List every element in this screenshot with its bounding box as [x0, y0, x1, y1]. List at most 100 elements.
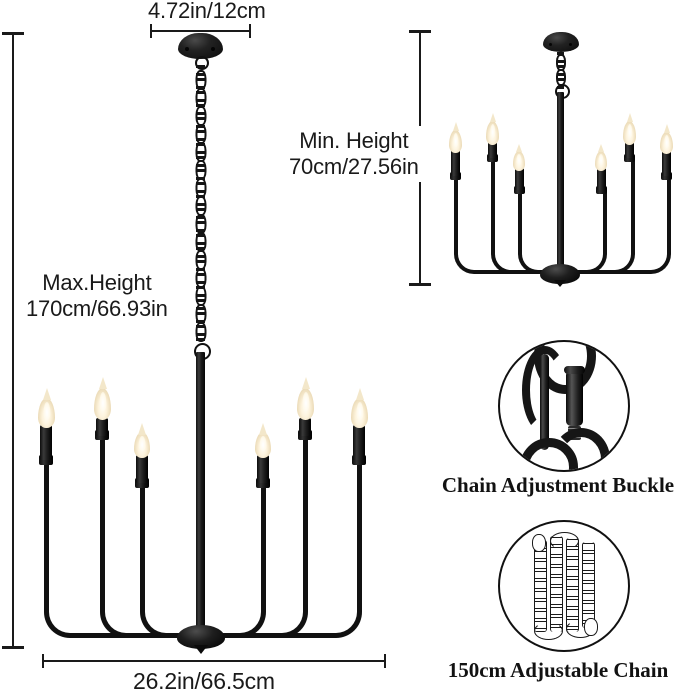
min-height-label-line2: 70cm/27.56in — [289, 154, 419, 179]
candle-tube — [353, 425, 365, 460]
dimension-cap-top — [409, 30, 431, 33]
chain-buckle-photo — [500, 342, 628, 470]
chain-link — [195, 106, 206, 126]
chain-link-upper-arc — [522, 346, 568, 434]
canopy-screw-right — [211, 47, 215, 51]
chain-end-link-bottom — [584, 618, 598, 636]
fixture-width-label: 26.2in/66.5cm — [133, 668, 275, 694]
chain-run-3 — [566, 538, 579, 632]
buckle-barrel — [566, 370, 583, 426]
flame-bulb — [595, 144, 607, 171]
flame-tip — [626, 113, 633, 122]
flame-tip — [663, 124, 670, 133]
chain-link — [195, 232, 206, 252]
chain-link — [195, 124, 206, 144]
canopy-screw-right — [569, 43, 572, 46]
candle-socket — [661, 172, 672, 180]
flame-bulb — [486, 113, 499, 145]
arm-left-middle — [491, 160, 564, 274]
folded-chain-drawing — [500, 522, 628, 650]
candle-tube — [597, 168, 606, 190]
candle-socket — [256, 478, 270, 488]
chain-link — [195, 160, 206, 180]
buckle-cap — [564, 366, 585, 374]
flame-bulb — [449, 122, 462, 153]
canopy-width-label: 4.72in/12cm — [148, 0, 266, 23]
flame-bulb — [351, 388, 368, 428]
candle-tube — [96, 418, 108, 436]
dimension-tick-right — [249, 24, 251, 38]
max-height-dimension-line — [2, 32, 24, 649]
adjustable-chain-caption: 150cm Adjustable Chain — [447, 658, 669, 682]
flame-tip — [598, 144, 604, 152]
canopy — [178, 33, 223, 59]
flame-tip — [98, 377, 107, 389]
max-height-label-line1: Max.Height — [42, 270, 152, 295]
chain-link — [195, 178, 206, 198]
flame-bulb — [623, 113, 636, 145]
dimension-cap-top — [2, 32, 24, 35]
candle-socket — [596, 186, 607, 194]
flame-tip — [301, 377, 310, 389]
candle-socket — [39, 455, 53, 465]
flame-bulb — [134, 423, 150, 458]
chain-link — [195, 268, 206, 288]
candle-socket — [487, 154, 498, 162]
canopy-width-dimension-line — [150, 24, 251, 38]
flame-bulb — [660, 124, 673, 154]
canopy — [543, 32, 579, 52]
chain-buckle-inset — [498, 340, 630, 472]
canopy-screw-left — [549, 43, 552, 46]
chain-link — [195, 70, 206, 90]
candle-socket — [450, 172, 461, 180]
min-height-chandelier — [430, 20, 686, 310]
dimension-tick-left — [42, 654, 44, 668]
canopy-screw-left — [185, 47, 189, 51]
flame-bulb — [513, 144, 525, 171]
chain-link-lower — [520, 438, 578, 470]
flame-bulb — [297, 377, 314, 420]
candle-tube — [451, 150, 460, 176]
min-height-label-line1: Min. Height — [299, 128, 409, 153]
arm-left-inner — [518, 192, 564, 274]
chain-link — [195, 250, 206, 270]
candle-tube — [625, 142, 634, 158]
max-height-chandelier — [0, 0, 420, 660]
arm-right-outer — [561, 178, 671, 274]
candle-tube — [488, 142, 497, 158]
chain-end-link-top — [532, 534, 546, 552]
chain-run-2 — [550, 536, 563, 632]
dimension-tick-right — [384, 654, 386, 668]
candle-tube — [136, 455, 148, 483]
candle-tube — [515, 168, 524, 190]
flame-tip — [355, 388, 364, 400]
candle-tube — [40, 425, 52, 460]
flame-tip — [138, 423, 146, 435]
candle-tube — [299, 418, 311, 436]
candle-tube — [662, 150, 671, 176]
max-height-label-line2: 170cm/66.93in — [26, 296, 168, 321]
flame-tip — [452, 122, 459, 131]
chain-buckle-caption: Chain Adjustment Buckle — [441, 473, 675, 497]
candle-socket — [624, 154, 635, 162]
flame-bulb — [38, 388, 55, 428]
chain-link — [195, 286, 206, 306]
arm-left-inner — [140, 488, 207, 638]
chain-link — [195, 142, 206, 162]
fixture-width-dimension-line — [42, 654, 386, 668]
candle-socket — [135, 478, 149, 488]
min-height-label-group: Min. Height 70cm/27.56in — [285, 126, 423, 182]
arm-right-outer — [199, 465, 362, 638]
dimension-cap-bottom — [409, 283, 431, 286]
chain-fold-top-1 — [550, 532, 579, 550]
dimension-tick-left — [150, 24, 152, 38]
flame-tip — [516, 144, 522, 152]
chain-link — [195, 322, 206, 342]
hanging-chain — [195, 64, 206, 346]
max-height-label-group: Max.Height 170cm/66.93in — [22, 268, 172, 324]
adjustable-chain-inset — [498, 520, 630, 652]
chain-run-1 — [534, 540, 547, 632]
center-hub — [540, 264, 580, 284]
candle-socket — [352, 455, 366, 465]
